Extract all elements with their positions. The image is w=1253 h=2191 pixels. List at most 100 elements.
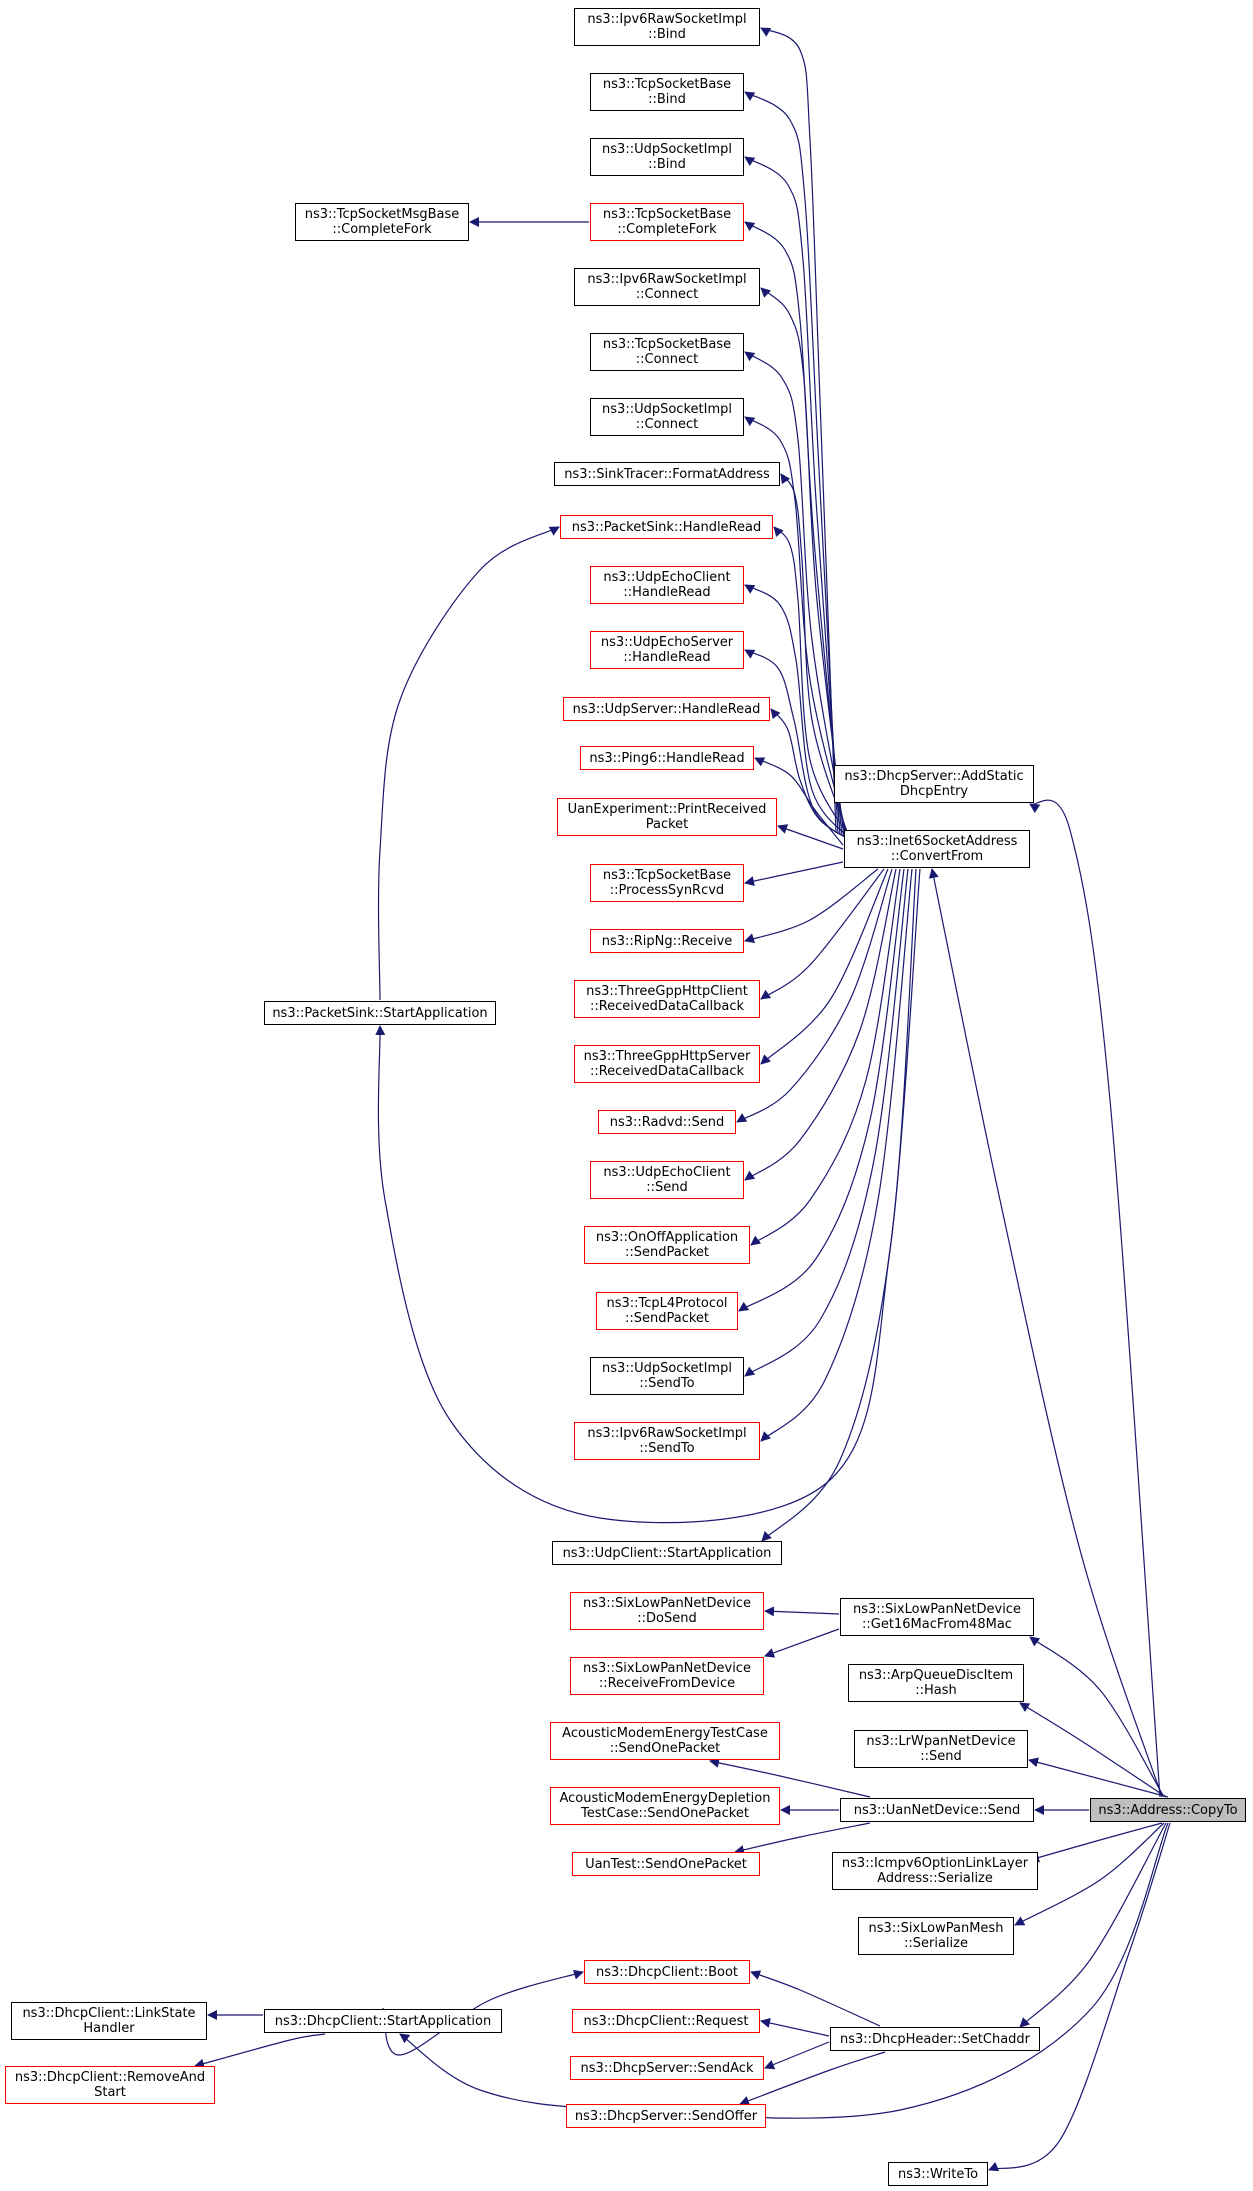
edge-packetsink_handleread-to-packetsink_start xyxy=(377,526,560,1001)
node-udpechoserver-handleread[interactable]: ns3::UdpEchoServer::HandleRead xyxy=(590,631,744,669)
node-label-line: ns3::LrWpanNetDevice xyxy=(866,1734,1016,1749)
edge-dhcpclient_start-to-dhcpclient_removeandstart xyxy=(194,2033,326,2069)
node-label-line: ::CompleteFork xyxy=(617,222,717,237)
node-label-line: ::ReceivedDataCallback xyxy=(589,999,745,1014)
node-udpechoclient-send[interactable]: ns3::UdpEchoClient::Send xyxy=(590,1161,744,1199)
node-dhcpclient-boot[interactable]: ns3::DhcpClient::Boot xyxy=(584,1960,750,1984)
node-dhcpheader-setchaddr[interactable]: ns3::DhcpHeader::SetChaddr xyxy=(830,2027,1040,2051)
node-dhcpserver-sendack[interactable]: ns3::DhcpServer::SendAck xyxy=(570,2056,764,2080)
node-dhcpclient-request[interactable]: ns3::DhcpClient::Request xyxy=(572,2009,760,2033)
node-label-line: ns3::OnOffApplication xyxy=(595,1230,739,1245)
node-label-line: ns3::UdpEchoServer xyxy=(600,635,734,650)
node-sixlowpannetdevice-dosend[interactable]: ns3::SixLowPanNetDevice::DoSend xyxy=(570,1592,764,1630)
node-tcpsocketbase-completefork[interactable]: ns3::TcpSocketBase::CompleteFork xyxy=(590,203,744,241)
node-sixlowpannetdevice-get16macfrom48mac[interactable]: ns3::SixLowPanNetDevice::Get16MacFrom48M… xyxy=(840,1598,1034,1636)
edge-address_copyto-to-dhcpclient_start xyxy=(399,1822,1169,2119)
node-threegpphttpserver-receiveddatacallback[interactable]: ns3::ThreeGppHttpServer::ReceivedDataCal… xyxy=(574,1045,760,1083)
node-label-line: TestCase::SendOnePacket xyxy=(581,1806,749,1821)
node-label-line: UanTest::SendOnePacket xyxy=(585,1856,747,1872)
node-label-line: ns3::SinkTracer::FormatAddress xyxy=(564,466,770,482)
node-label-line: ns3::TcpSocketBase xyxy=(602,207,732,222)
node-ipv6rawsocketimpl-bind[interactable]: ns3::Ipv6RawSocketImpl::Bind xyxy=(574,8,760,46)
node-label-line: ns3::RipNg::Receive xyxy=(601,933,733,949)
node-dhcpserver-sendoffer[interactable]: ns3::DhcpServer::SendOffer xyxy=(566,2104,766,2128)
edge-inet6_convertfrom-to-ipv6raw_sendto xyxy=(760,868,913,1442)
node-sixlowpannetdevice-receivefromdevice[interactable]: ns3::SixLowPanNetDevice::ReceiveFromDevi… xyxy=(570,1657,764,1695)
node-label-line: ns3::ThreeGppHttpServer xyxy=(583,1049,751,1064)
node-arpqueuediscitem-hash[interactable]: ns3::ArpQueueDiscItem::Hash xyxy=(848,1664,1024,1702)
node-label-line: ::Bind xyxy=(648,157,686,172)
node-sinktracer-formataddress[interactable]: ns3::SinkTracer::FormatAddress xyxy=(554,462,780,486)
edge-sixlowpan_get16-to-sixlowpan_receive xyxy=(764,1628,840,1658)
node-label-line: ns3::DhcpClient::Boot xyxy=(595,1964,738,1980)
node-udpserver-handleread[interactable]: ns3::UdpServer::HandleRead xyxy=(563,697,770,721)
node-packetsink-handleread[interactable]: ns3::PacketSink::HandleRead xyxy=(560,515,773,539)
node-label-line: ns3::WriteTo xyxy=(897,2166,979,2182)
node-tcpsocketbase-connect[interactable]: ns3::TcpSocketBase::Connect xyxy=(590,333,744,371)
node-label-line: AcousticModemEnergyDepletion xyxy=(559,1791,771,1806)
edge-uannet_send-to-acoustic_energy xyxy=(709,1757,871,1798)
node-label-line: ns3::UanNetDevice::Send xyxy=(853,1802,1021,1818)
node-acousticmodemenergytestcase-sendonepacket[interactable]: AcousticModemEnergyTestCase::SendOnePack… xyxy=(550,1722,780,1760)
node-inet6socketaddress-convertfrom[interactable]: ns3::Inet6SocketAddress::ConvertFrom xyxy=(844,830,1030,868)
edge-inet6_convertfrom-to-udpimpl_bind xyxy=(744,156,841,836)
node-ipv6rawsocketimpl-connect[interactable]: ns3::Ipv6RawSocketImpl::Connect xyxy=(574,268,760,306)
node-radvd-send[interactable]: ns3::Radvd::Send xyxy=(598,1110,736,1134)
node-label-line: ns3::DhcpServer::AddStatic xyxy=(844,769,1024,784)
node-label-line: ns3::UdpSocketImpl xyxy=(602,1361,732,1376)
node-threegpphttpclient-receiveddatacallback[interactable]: ns3::ThreeGppHttpClient::ReceivedDataCal… xyxy=(574,980,760,1018)
node-label-line: ::HandleRead xyxy=(623,650,711,665)
edges-layer xyxy=(194,27,1171,2172)
node-label-line: ns3::UdpSocketImpl xyxy=(602,402,732,417)
node-lrwpannetdevice-send[interactable]: ns3::LrWpanNetDevice::Send xyxy=(854,1730,1028,1768)
node-tcpl4protocol-sendpacket[interactable]: ns3::TcpL4Protocol::SendPacket xyxy=(596,1292,738,1330)
edge-inet6_convertfrom-to-onoff_sendpacket xyxy=(750,868,901,1246)
node-label-line: ::CompleteFork xyxy=(332,222,432,237)
node-ripng-receive[interactable]: ns3::RipNg::Receive xyxy=(590,929,744,953)
node-label-line: ::Send xyxy=(920,1749,962,1764)
node-label-line: ::SendOnePacket xyxy=(609,1741,721,1756)
node-onoffapplication-sendpacket[interactable]: ns3::OnOffApplication::SendPacket xyxy=(584,1226,750,1264)
node-uantest-sendonepacket[interactable]: UanTest::SendOnePacket xyxy=(572,1852,760,1876)
node-label-line: AcousticModemEnergyTestCase xyxy=(562,1726,768,1741)
node-label-line: ns3::TcpSocketBase xyxy=(602,868,732,883)
node-label-line: ::SendPacket xyxy=(624,1311,710,1326)
node-tcpsocketbase-processsynrcvd[interactable]: ns3::TcpSocketBase::ProcessSynRcvd xyxy=(590,864,744,902)
node-dhcpclient-startapplication[interactable]: ns3::DhcpClient::StartApplication xyxy=(264,2009,502,2033)
edge-inet6_convertfrom-to-packetsink_handleread xyxy=(773,526,853,842)
node-packetsink-startapplication[interactable]: ns3::PacketSink::StartApplication xyxy=(264,1001,496,1025)
edge-inet6_convertfrom-to-tcpl4_sendpacket xyxy=(738,868,905,1312)
node-ipv6rawsocketimpl-sendto[interactable]: ns3::Ipv6RawSocketImpl::SendTo xyxy=(574,1422,760,1460)
edge-inet6_convertfrom-to-udpimpl_connect xyxy=(744,416,849,840)
node-label-line: ::Send xyxy=(646,1180,688,1195)
node-udpsocketimpl-bind[interactable]: ns3::UdpSocketImpl::Bind xyxy=(590,138,744,176)
node-tcpsocketmsgbase-completefork[interactable]: ns3::TcpSocketMsgBase::CompleteFork xyxy=(295,203,469,241)
node-sixlowpanmesh-serialize[interactable]: ns3::SixLowPanMesh::Serialize xyxy=(858,1917,1014,1955)
node-uannetdevice-send[interactable]: ns3::UanNetDevice::Send xyxy=(840,1798,1034,1822)
node-label-line: ::ProcessSynRcvd xyxy=(609,883,725,898)
node-ping6-handleread[interactable]: ns3::Ping6::HandleRead xyxy=(580,746,754,770)
node-tcpsocketbase-bind[interactable]: ns3::TcpSocketBase::Bind xyxy=(590,73,744,111)
node-udpsocketimpl-connect[interactable]: ns3::UdpSocketImpl::Connect xyxy=(590,398,744,436)
node-label-line: ns3::Ipv6RawSocketImpl xyxy=(587,272,747,287)
node-label-line: ns3::SixLowPanMesh xyxy=(868,1921,1004,1936)
node-udpclient-startapplication[interactable]: ns3::UdpClient::StartApplication xyxy=(552,1541,782,1565)
edge-inet6_convertfrom-to-tcpbase_connect xyxy=(744,351,847,839)
node-udpsocketimpl-sendto[interactable]: ns3::UdpSocketImpl::SendTo xyxy=(590,1357,744,1395)
edge-inet6_convertfrom-to-uanexp_print xyxy=(777,824,844,850)
node-label-line: ::Hash xyxy=(915,1683,957,1698)
edge-inet6_convertfrom-to-udpimpl_sendto xyxy=(744,868,909,1377)
node-udpechoclient-handleread[interactable]: ns3::UdpEchoClient::HandleRead xyxy=(590,566,744,604)
edge-dhcpheader_setchaddr-to-dhcpserver_sendack xyxy=(764,2041,830,2070)
node-address-copyto[interactable]: ns3::Address::CopyTo xyxy=(1090,1798,1246,1822)
node-writeto[interactable]: ns3::WriteTo xyxy=(888,2162,988,2186)
edge-inet6_convertfrom-to-udpechoclient_handleread xyxy=(744,584,855,843)
node-label-line: ::DoSend xyxy=(637,1611,697,1626)
node-label-line: DhcpEntry xyxy=(899,784,969,799)
